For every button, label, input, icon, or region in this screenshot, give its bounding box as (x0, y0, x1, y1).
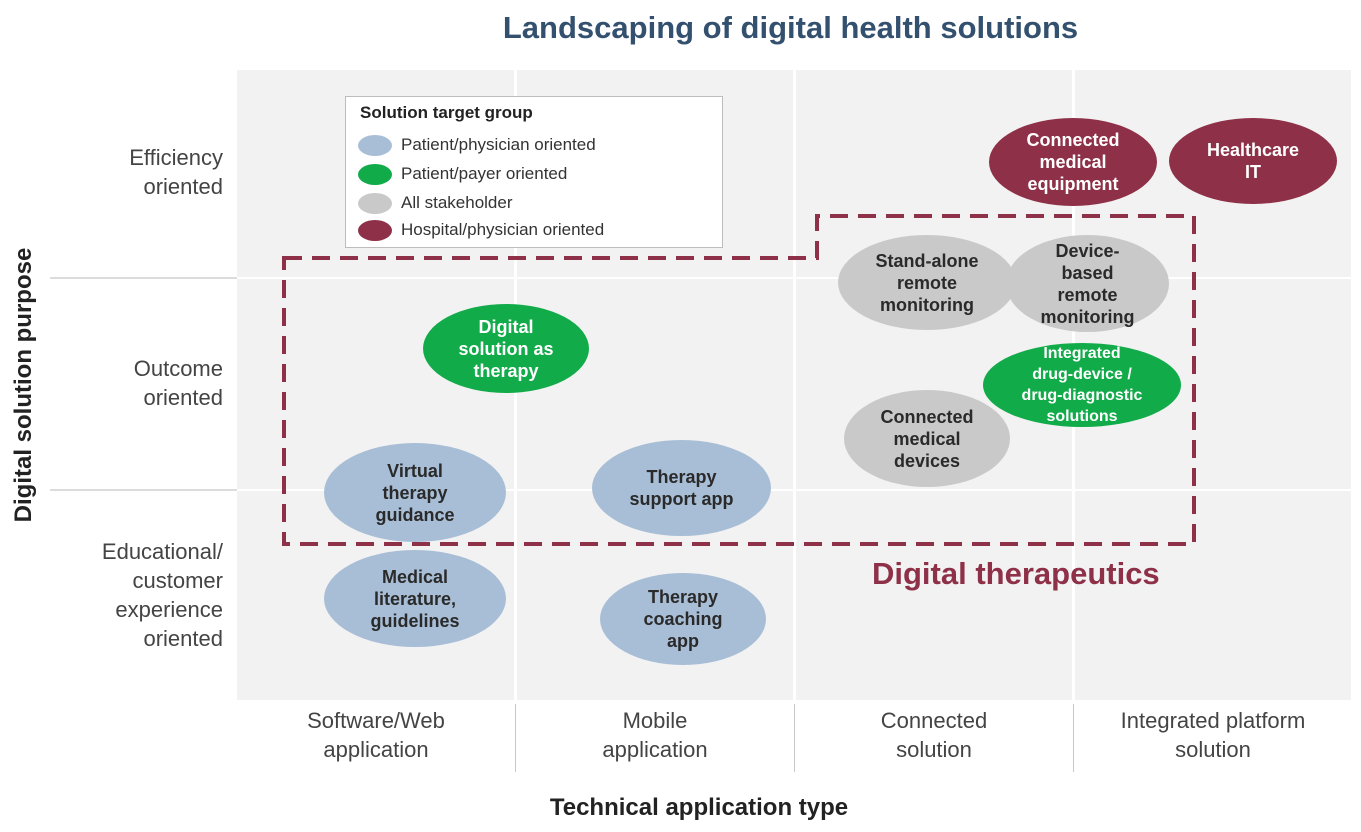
bubble-healthcare-it: Healthcare IT (1169, 118, 1337, 204)
row-divider (237, 277, 1351, 279)
column-label-software: Software/Web application (307, 708, 445, 762)
bubble-virtual-therapy-guidance: Virtual therapy guidance (324, 443, 506, 542)
column-label-mobile: Mobile application (602, 708, 708, 762)
bubble-digital-solution-as-therapy: Digital solution as therapy (423, 304, 589, 393)
bubble-connected-medical-devices: Connected medical devices (844, 390, 1010, 487)
column-label-divider (1073, 704, 1074, 772)
region-label: Digital therapeutics (872, 556, 1160, 591)
legend-label: Patient/payer oriented (401, 164, 568, 183)
row-label-outcome: Outcome oriented (133, 356, 223, 410)
legend-label: Patient/physician oriented (401, 135, 596, 154)
chart-title: Landscaping of digital health solutions (502, 10, 1079, 45)
bubble-therapy-support-app: Therapy support app (592, 440, 771, 536)
legend-label: Hospital/physician oriented (401, 220, 605, 239)
row-divider (50, 489, 237, 491)
legend-swatch (358, 135, 392, 156)
bubble-device-based-remote-monitoring: Device- based remote monitoring (1006, 235, 1169, 332)
legend-swatch (358, 220, 392, 241)
row-divider (237, 489, 1351, 491)
row-label-educational: Educational/ customer experience oriente… (101, 539, 223, 651)
legend-title: Solution target group (360, 103, 533, 122)
bubble-connected-medical-equipment: Connected medical equipment (989, 118, 1157, 206)
bubble-integrated-drug-device: Integrated drug-device / drug-diagnostic… (983, 343, 1181, 427)
legend-swatch (358, 193, 392, 214)
column-label-divider (794, 704, 795, 772)
legend-label: All stakeholder (401, 193, 513, 212)
column-divider (793, 70, 796, 700)
bubble-medical-literature-guidelines: Medical literature, guidelines (324, 550, 506, 647)
bubble-therapy-coaching-app: Therapy coaching app (600, 573, 766, 665)
legend-swatch (358, 164, 392, 185)
x-axis-label: Technical application type (549, 794, 849, 821)
row-divider (50, 277, 237, 279)
column-label-integrated: Integrated platform solution (1120, 708, 1306, 762)
row-label-efficiency: Efficiency oriented (129, 145, 223, 199)
column-label-connected: Connected solution (880, 708, 988, 762)
column-label-divider (515, 704, 516, 772)
legend: Solution target group Patient/physician … (345, 96, 723, 248)
bubble-stand-alone-remote-monitoring: Stand-alone remote monitoring (838, 235, 1016, 330)
